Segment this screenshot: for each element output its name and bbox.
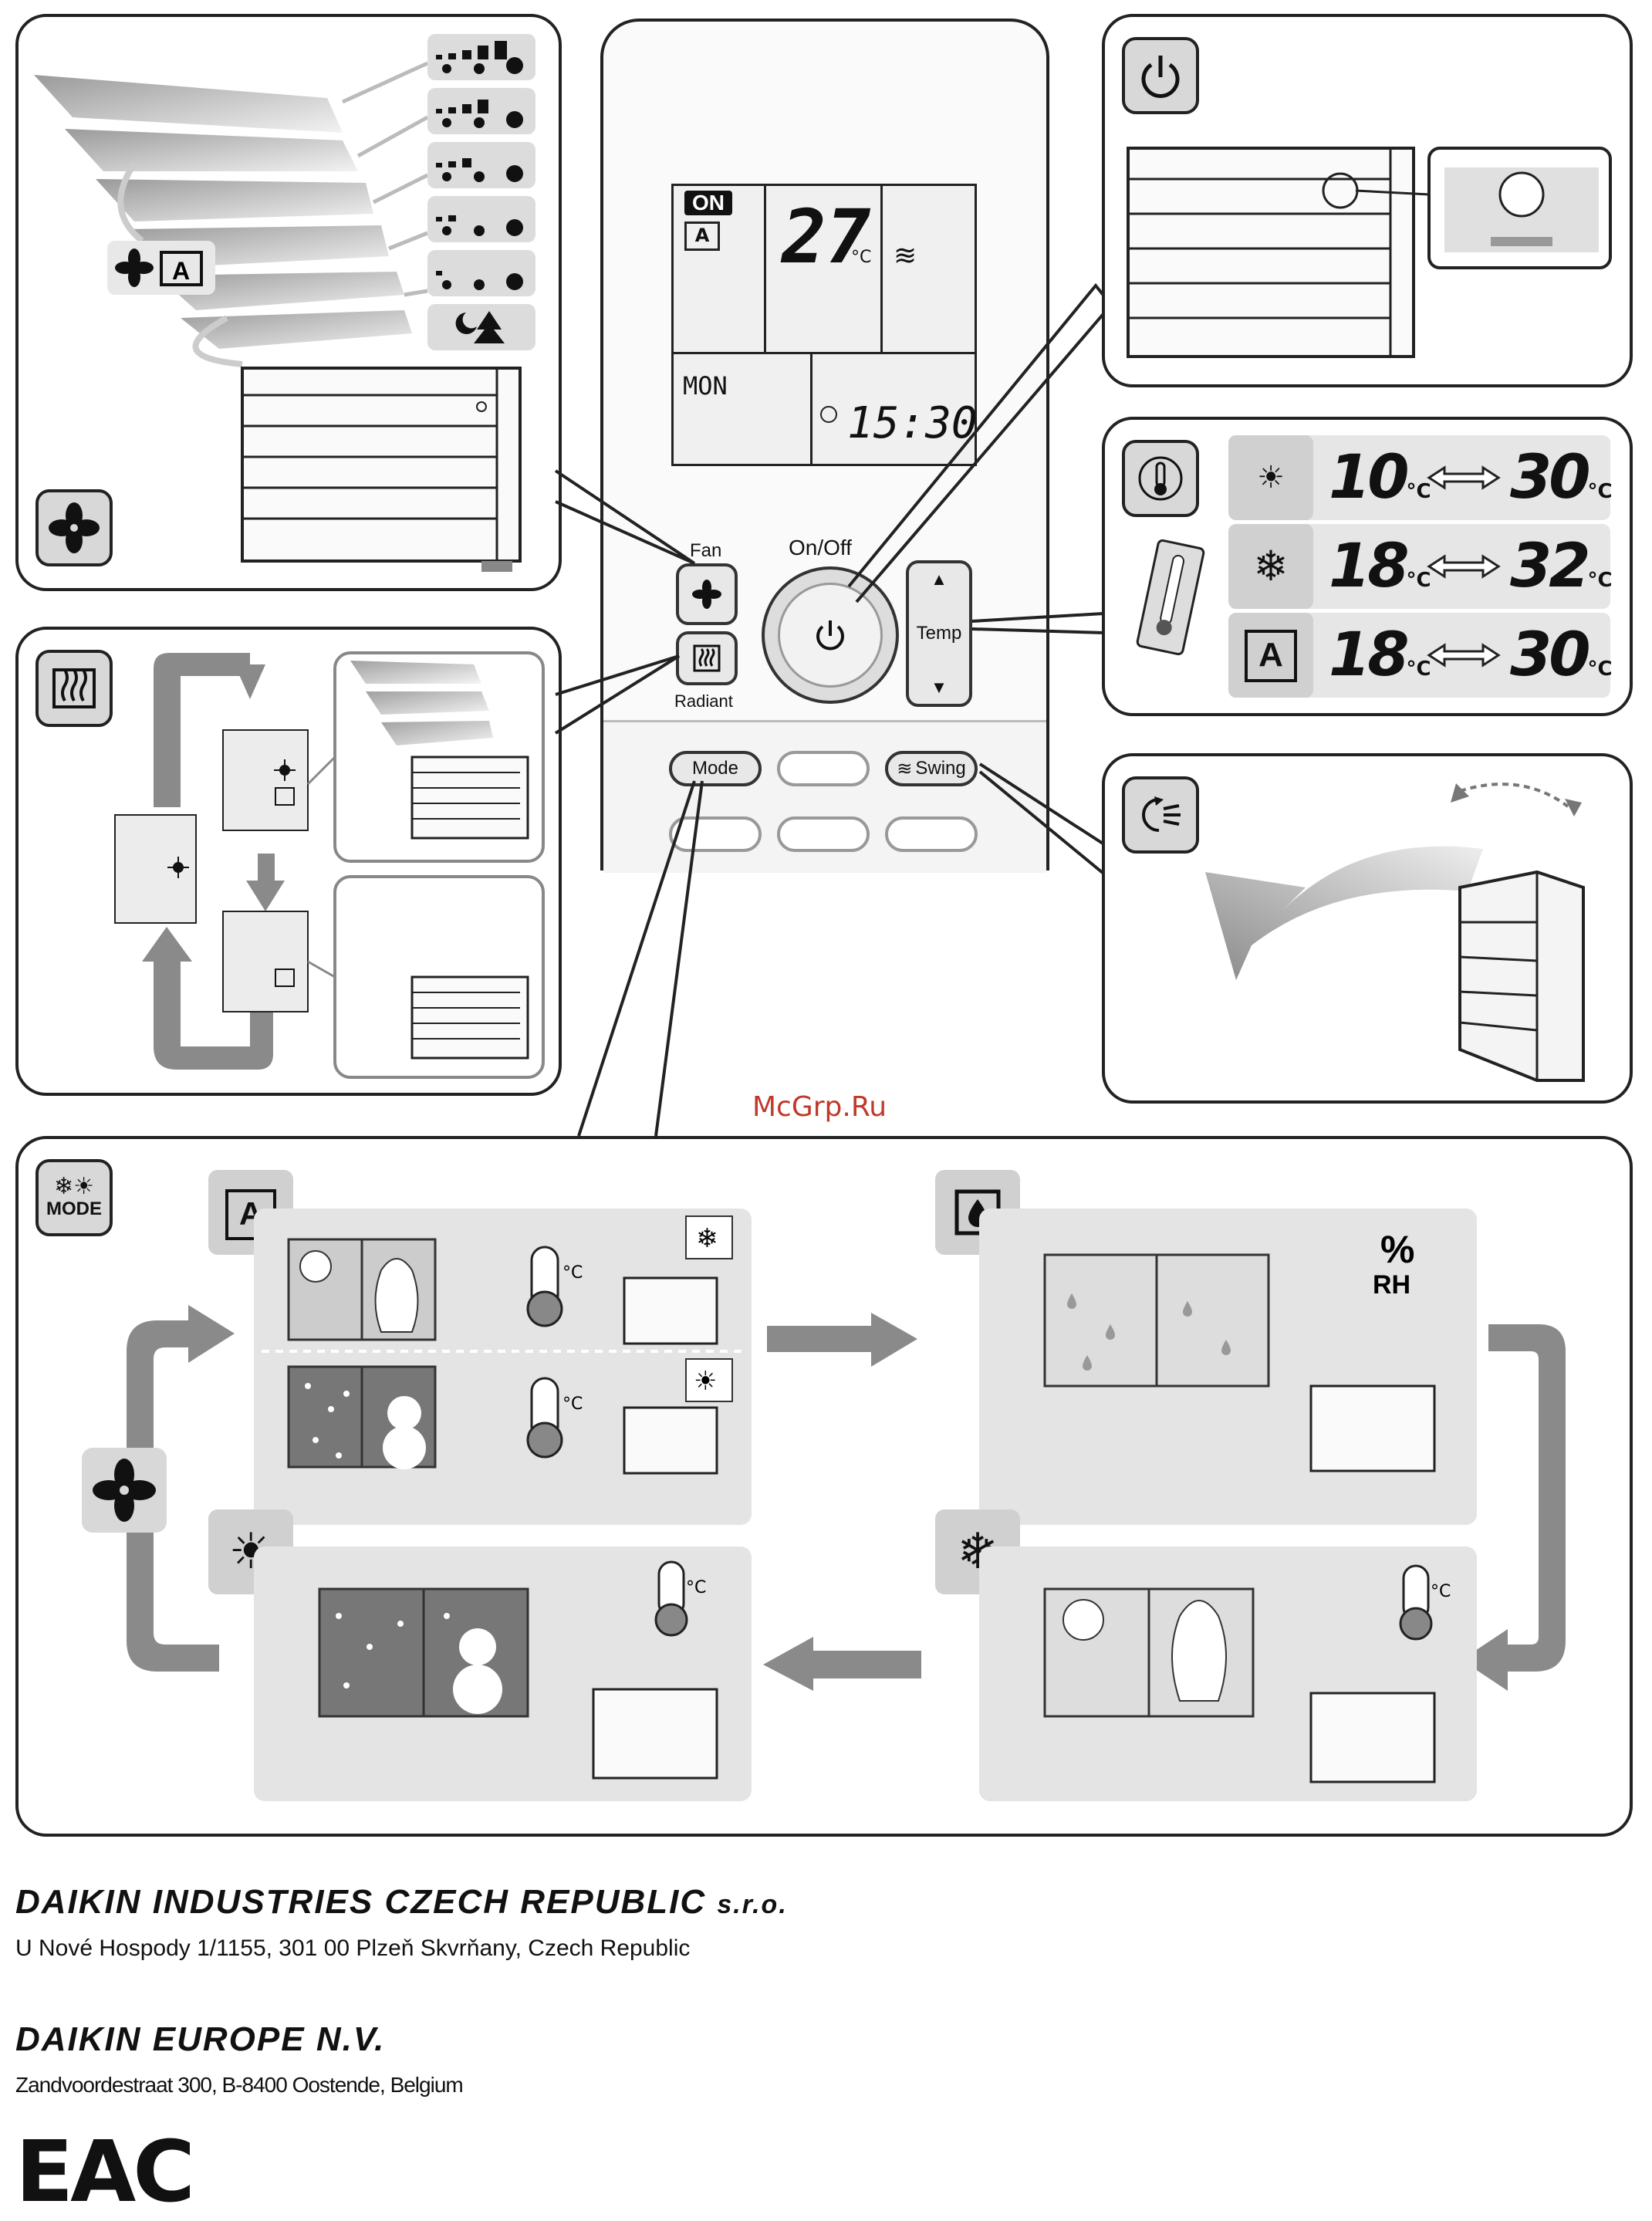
fan-panel-icon: [35, 489, 113, 566]
svg-text:❄: ❄: [696, 1223, 718, 1254]
fan-speed-3-icon: [427, 142, 535, 188]
svg-text:°C: °C: [562, 1394, 583, 1414]
svg-text:%: %: [1380, 1228, 1414, 1271]
range-cool-max: 32°C: [1510, 532, 1613, 601]
heat-radiant-icon: ☀: [1228, 435, 1313, 520]
range-heat-max: 30°C: [1510, 443, 1613, 512]
company-name-2: DAIKIN EUROPE N.V.: [15, 2020, 386, 2058]
range-auto-min: 18°C: [1329, 620, 1431, 690]
callout-lines: [554, 282, 1113, 1137]
swing-button[interactable]: ≋Swing: [885, 751, 978, 786]
dry-mode-card: % RH: [979, 1209, 1477, 1525]
company-address-1: U Nové Hospody 1/1155, 301 00 Plzeň Skvr…: [15, 1935, 691, 1961]
fan-speed-2-icon: [427, 196, 535, 242]
blank-button-3[interactable]: [777, 816, 870, 852]
unit-status-illustration: [1127, 147, 1612, 358]
cool-mode-illustration: °C: [1043, 1564, 1451, 1783]
svg-text:☀: ☀: [694, 1366, 717, 1397]
radiant-icon: [693, 644, 721, 672]
night-quiet-icon: [427, 304, 535, 350]
auto-mode-card: °C °C ❄ ☀: [254, 1209, 752, 1525]
temp-button[interactable]: ▲ Temp ▼: [906, 560, 972, 707]
svg-text:°C: °C: [686, 1578, 706, 1597]
heat-mode-card: °C: [254, 1547, 752, 1801]
swing-illustration: [1205, 783, 1585, 1082]
range-arrows: [1427, 465, 1501, 668]
fan-icon: [692, 580, 721, 609]
blank-button-4[interactable]: [885, 816, 978, 852]
svg-text:RH: RH: [1373, 1270, 1410, 1300]
lcd-screen: ON A 27 °C ≋ MON 15:30: [671, 184, 978, 466]
blank-button-1[interactable]: [777, 751, 870, 786]
temp-label: Temp: [916, 623, 962, 644]
fan-label: Fan: [690, 540, 722, 561]
eac-mark: EAC: [15, 2122, 195, 2221]
snowflake-icon: ❄: [1228, 524, 1313, 609]
heat-mode-illustration: °C: [318, 1560, 718, 1780]
company-address-2: Zandvoordestraat 300, B-8400 Oostende, B…: [15, 2073, 464, 2097]
fan-only-mode-icon: [82, 1448, 167, 1533]
fan-button[interactable]: [676, 563, 738, 625]
range-cool-min: 18°C: [1329, 532, 1431, 601]
cool-mode-card: °C: [979, 1547, 1477, 1801]
lcd-swing-icon: ≋: [894, 240, 917, 272]
temp-up-icon[interactable]: ▲: [931, 570, 948, 589]
remote-control: ON A 27 °C ≋ MON 15:30 Fan Radiant On/Of…: [600, 19, 1049, 873]
svg-text:A: A: [172, 257, 190, 285]
mode-panel-icon: ❄☀ MODE: [35, 1159, 113, 1236]
power-panel-icon: [1122, 37, 1199, 114]
thermometer-panel-icon: [1122, 440, 1199, 517]
mode-cycle-arrows: [127, 1305, 1566, 1691]
lcd-temperature: 27: [782, 194, 871, 280]
fan-auto-icon: A: [107, 241, 215, 295]
radiant-panel-icon: [35, 650, 113, 727]
onoff-button[interactable]: [762, 566, 899, 704]
swing-panel: [1102, 753, 1633, 1104]
auto-mode-icon: A: [1228, 613, 1313, 698]
temperature-range-panel: ☀ ❄ A 10°C 30°C 18°C 32°C 18°C 30°C: [1102, 417, 1633, 716]
swing-icon: ≋: [897, 758, 913, 779]
svg-text:°C: °C: [1431, 1582, 1451, 1601]
company-name-1: DAIKIN INDUSTRIES CZECH REPUBLIC s.r.o.: [15, 1883, 788, 1921]
radiant-label: Radiant: [674, 691, 733, 711]
temp-down-icon[interactable]: ▼: [931, 678, 948, 697]
dry-mode-illustration: % RH: [1043, 1228, 1436, 1472]
svg-text:°C: °C: [562, 1263, 583, 1283]
thermometer-illustration: [1136, 539, 1205, 656]
fan-speed-1-icon: [427, 250, 535, 296]
mode-button[interactable]: Mode: [669, 751, 762, 786]
swing-panel-icon: [1122, 776, 1199, 854]
lcd-on-badge: ON: [684, 191, 732, 215]
lcd-clock-icon: [820, 406, 837, 423]
blank-button-2[interactable]: [669, 816, 762, 852]
range-heat-min: 10°C: [1329, 443, 1431, 512]
lcd-temp-unit: °C: [851, 248, 872, 267]
onoff-label: On/Off: [789, 536, 852, 559]
radiant-panel: [15, 627, 562, 1096]
range-auto-max: 30°C: [1510, 620, 1613, 690]
lcd-day: MON: [683, 371, 728, 401]
lcd-time: 15:30: [847, 398, 978, 448]
onoff-panel: [1102, 14, 1633, 387]
watermark: McGrp.Ru: [752, 1091, 887, 1123]
mode-cycle-panel: ❄☀ MODE A °C: [15, 1136, 1633, 1837]
lcd-auto-icon: A: [684, 221, 720, 251]
fan-speed-4-icon: [427, 88, 535, 134]
auto-mode-illustration: °C °C ❄ ☀: [262, 1215, 744, 1475]
fan-speed-panel: A: [15, 14, 562, 591]
power-icon: [816, 620, 844, 651]
radiant-cycle-diagram: [114, 651, 545, 1079]
fan-speed-5-icon: [427, 34, 535, 80]
radiant-button[interactable]: [676, 631, 738, 685]
